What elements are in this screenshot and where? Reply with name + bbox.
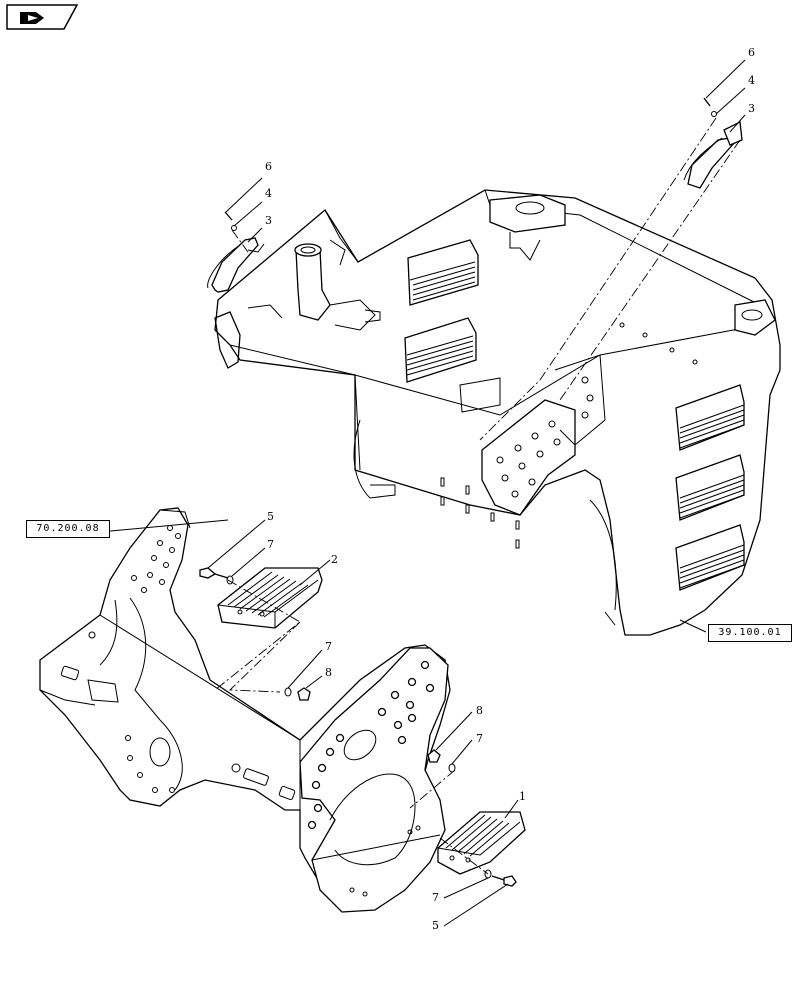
flange-bolt-holes — [307, 660, 435, 830]
interior-step — [407, 239, 479, 306]
page-flag-icon[interactable] — [6, 4, 78, 30]
callout-8: 8 — [476, 704, 483, 717]
frame-weldment — [39, 507, 451, 913]
callout-7: 7 — [325, 640, 332, 653]
side-step — [675, 454, 745, 521]
callout-7: 7 — [267, 538, 274, 551]
callout-3: 3 — [265, 214, 272, 227]
chassis-body — [214, 189, 781, 636]
step-1 — [437, 811, 526, 875]
reference-link-chassis[interactable]: 39.100.01 — [708, 624, 792, 642]
callout-7: 7 — [432, 891, 439, 904]
callouts-upper-step: 5 7 2 7 8 — [267, 510, 338, 679]
callouts-left-handrail: 6 4 3 — [265, 160, 272, 227]
callout-8: 8 — [325, 666, 332, 679]
callout-6: 6 — [748, 46, 755, 59]
step-2 — [217, 567, 323, 629]
callout-5: 5 — [267, 510, 274, 523]
callout-7: 7 — [476, 732, 483, 745]
callout-5: 5 — [432, 919, 439, 932]
callout-4: 4 — [265, 187, 272, 200]
callouts-lower-step: 8 7 1 7 5 — [432, 704, 526, 932]
callout-2: 2 — [331, 553, 338, 566]
side-step — [675, 384, 745, 451]
callout-4: 4 — [748, 74, 755, 87]
interior-step — [404, 317, 477, 383]
center-lines — [214, 117, 741, 875]
fasteners — [199, 567, 517, 887]
handrail-right — [683, 97, 743, 189]
callout-1: 1 — [519, 790, 526, 803]
side-step — [675, 524, 745, 591]
callout-3: 3 — [748, 102, 755, 115]
leader-lines — [99, 59, 746, 927]
reference-link-frame[interactable]: 70.200.08 — [26, 520, 110, 538]
callout-6: 6 — [265, 160, 272, 173]
callouts-right-handrail: 6 4 3 — [748, 46, 755, 115]
